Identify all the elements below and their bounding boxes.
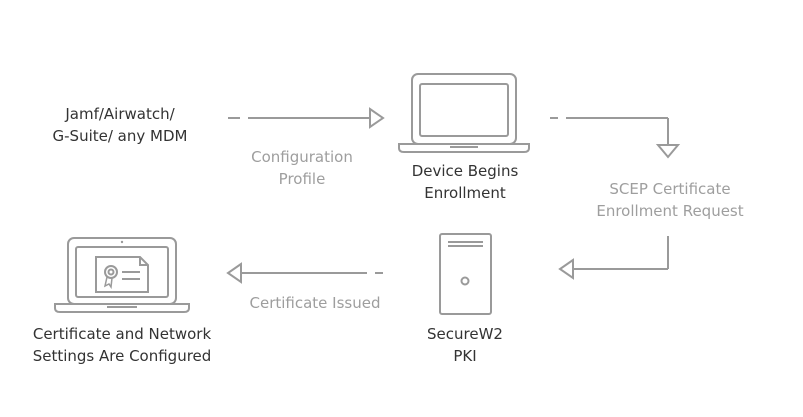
edge-scep-request-label: SCEP Certificate Enrollment Request <box>580 178 760 222</box>
node-pki-line1: SecureW2 <box>427 325 503 343</box>
laptop-certificate-icon <box>54 237 190 313</box>
arrow-scep-to-pki <box>558 236 669 280</box>
node-configured-line1: Certificate and Network <box>32 325 212 343</box>
node-device-label: Device Begins Enrollment <box>385 160 545 204</box>
arrow-scep-down <box>550 117 681 159</box>
node-pki-label: SecureW2 PKI <box>400 323 530 367</box>
node-mdm-line1: Jamf/Airwatch/ <box>65 105 175 123</box>
node-configured-label: Certificate and Network Settings Are Con… <box>12 323 232 367</box>
node-device-line1: Device Begins <box>411 162 519 180</box>
edge-config-profile-label: Configuration Profile <box>232 146 372 190</box>
edge-cert-issued-line1: Certificate Issued <box>249 294 381 312</box>
arrow-cert-issued <box>226 262 383 284</box>
node-mdm-label: Jamf/Airwatch/ G-Suite/ any MDM <box>30 103 210 147</box>
edge-config-profile-line2: Profile <box>278 170 326 188</box>
laptop-icon <box>398 73 530 153</box>
node-device-line2: Enrollment <box>424 184 506 202</box>
edge-cert-issued-label: Certificate Issued <box>225 292 405 314</box>
edge-scep-request-line1: SCEP Certificate <box>609 180 731 198</box>
arrow-config-profile <box>228 107 385 129</box>
node-pki-line2: PKI <box>453 347 477 365</box>
edge-scep-request-line2: Enrollment Request <box>596 202 744 220</box>
node-mdm-line2: G-Suite/ any MDM <box>52 127 188 145</box>
edge-config-profile-line1: Configuration <box>251 148 353 166</box>
node-configured-line2: Settings Are Configured <box>32 347 212 365</box>
server-tower-icon <box>439 233 492 315</box>
